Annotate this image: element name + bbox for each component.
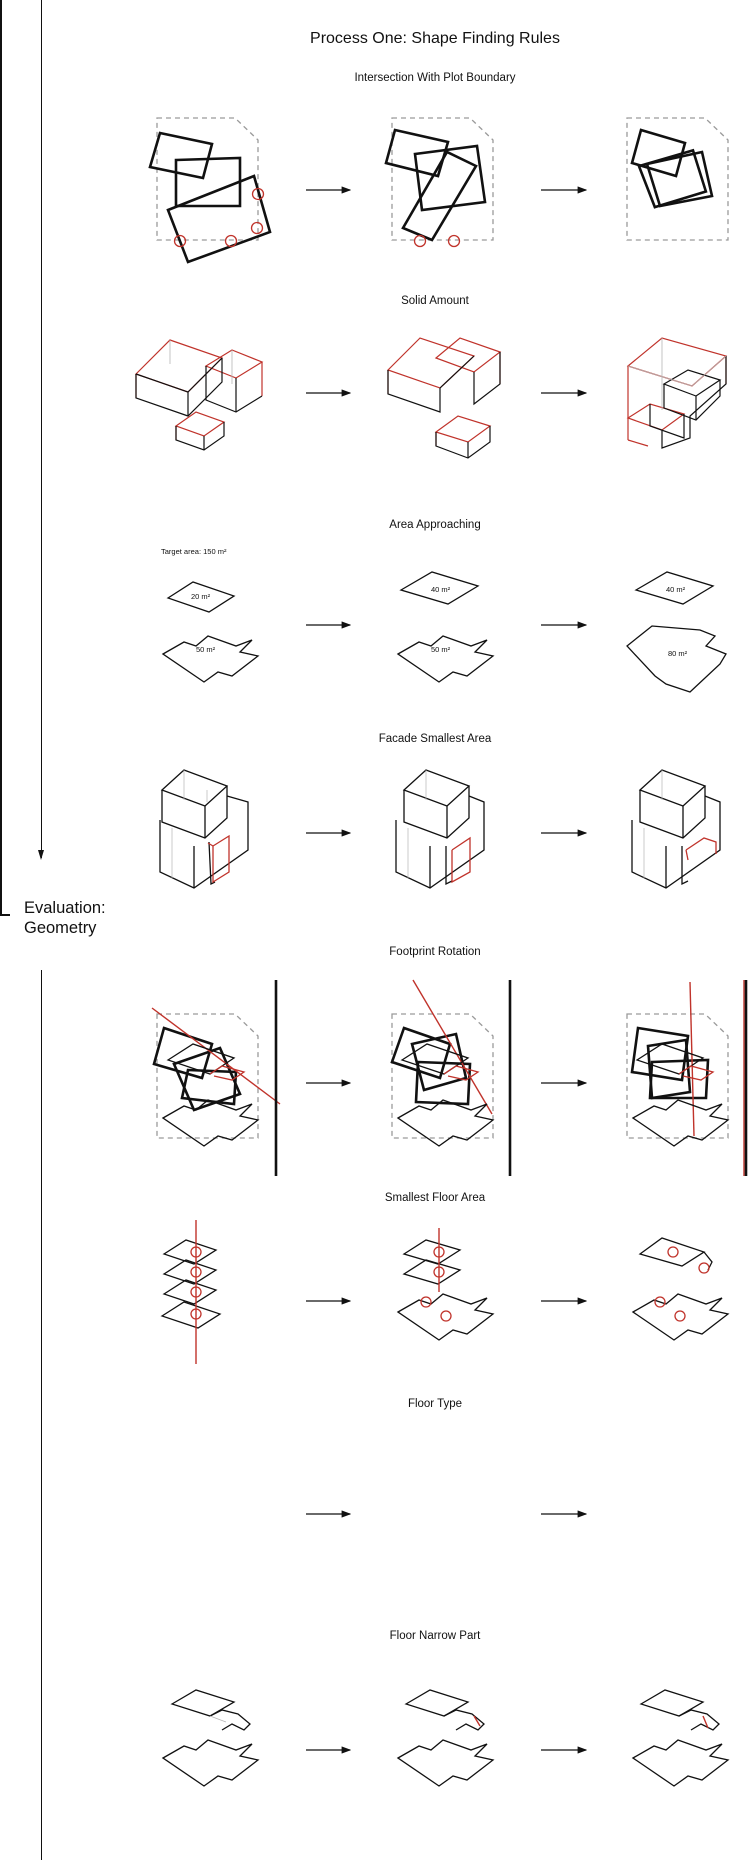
floor-type-step-2 (396, 1228, 495, 1341)
area-label-1a: 20 m² (191, 592, 211, 601)
facade-step-1 (159, 769, 249, 889)
area-label-1b: 50 m² (196, 645, 216, 654)
floor-type-step-1 (160, 1220, 222, 1364)
intersection-step-2 (384, 117, 494, 248)
narrow-part-step-1 (161, 1689, 260, 1787)
smallest-floor-step-1 (161, 1043, 260, 1147)
area-step-2 (396, 571, 495, 683)
area-label-2a: 40 m² (431, 585, 451, 594)
intersection-step-1 (148, 117, 272, 264)
left-bracket-foot (0, 914, 10, 916)
smallest-floor-step-2 (396, 1043, 495, 1147)
area-step-3 (626, 571, 727, 693)
smallest-floor-step-3 (631, 1043, 730, 1147)
left-bracket-line (0, 0, 2, 915)
rotation-step-1 (151, 980, 281, 1176)
section-title-footprint-rotation: Footprint Rotation (389, 946, 481, 958)
facade-step-2 (395, 769, 485, 889)
section-title-smallest-floor-area: Smallest Floor Area (384, 1192, 486, 1204)
section-title-area-approaching: Area Approaching (389, 519, 481, 531)
evaluation-label: Evaluation: Geometry (24, 899, 106, 937)
rotation-step-2 (390, 979, 512, 1176)
page-title: Process One: Shape Finding Rules (310, 30, 560, 47)
solid-amount-step-3 (626, 337, 728, 449)
area-labels: 20 m² 50 m² 40 m² 50 m² 40 m² 80 m² (191, 585, 688, 658)
section-title-intersection: Intersection With Plot Boundary (354, 72, 516, 84)
area-label-2b: 50 m² (431, 645, 451, 654)
section-title-solid-amount: Solid Amount (401, 295, 469, 307)
process-arrow-line (41, 0, 42, 858)
solid-amount-step-2 (386, 337, 502, 459)
rotation-step-3 (626, 980, 748, 1176)
area-label-3a: 40 m² (666, 585, 686, 594)
area-step-1 (161, 581, 260, 683)
floor-type-step-3 (631, 1237, 730, 1341)
section-title-floor-type: Floor Type (407, 1398, 463, 1410)
step-arrows (306, 186, 588, 1754)
narrow-part-step-3 (631, 1689, 730, 1787)
target-area-note: Target area: 150 m² (161, 547, 227, 556)
facade-step-3 (631, 769, 721, 889)
section-title-floor-narrow-part: Floor Narrow Part (389, 1630, 481, 1642)
evaluation-bracket-line (41, 970, 42, 1860)
area-label-3b: 80 m² (668, 649, 688, 658)
intersection-step-3 (626, 117, 729, 241)
process-arrow-head (38, 850, 44, 860)
solid-amount-step-1 (134, 339, 264, 451)
section-title-facade-smallest-area: Facade Smallest Area (378, 733, 492, 745)
narrow-part-step-2 (396, 1689, 495, 1787)
